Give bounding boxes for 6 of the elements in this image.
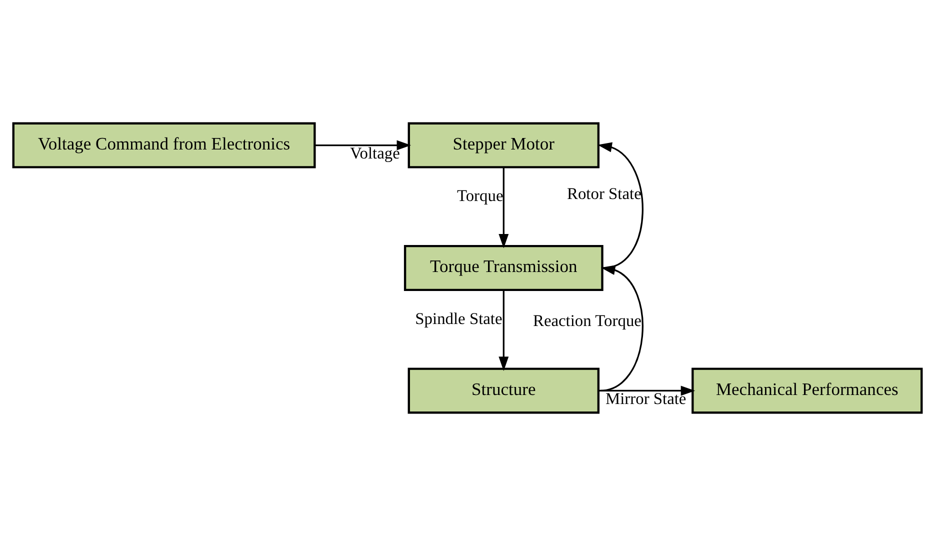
edge-label: Voltage [350,142,400,162]
edge-label: Rotor State [567,184,642,203]
edge-label: Torque [456,186,504,205]
edge-label: Reaction Torque [532,310,642,330]
edge-label: Mirror State [606,388,686,408]
edge-label: Spindle State [415,308,502,328]
